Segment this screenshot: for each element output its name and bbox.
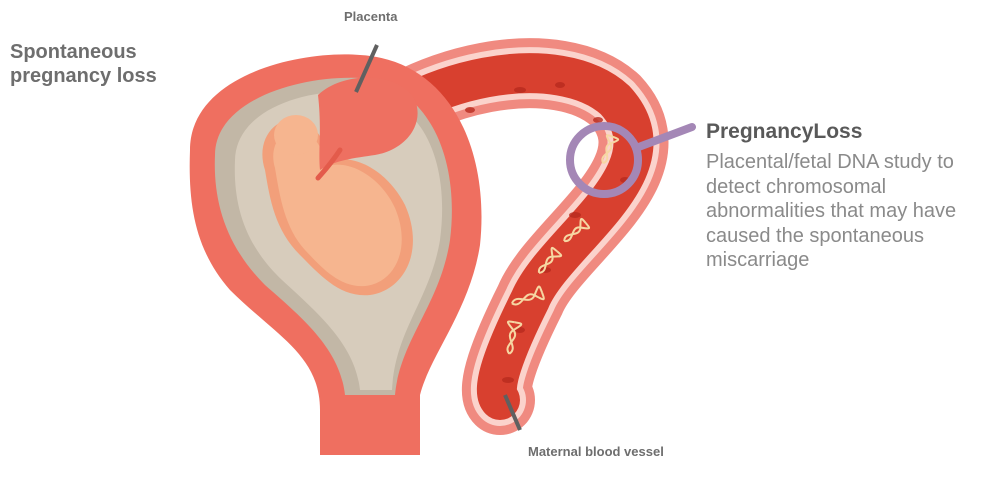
study-title: PregnancyLoss — [706, 120, 862, 144]
study-description: Placental/fetal DNA study to detect chro… — [706, 150, 976, 273]
vessel-label: Maternal blood vessel — [528, 445, 728, 458]
uterus — [190, 45, 482, 455]
fetus-head — [274, 115, 318, 155]
placenta-label: Placenta — [344, 10, 397, 23]
main-title: Spontaneous pregnancy loss — [10, 40, 210, 88]
